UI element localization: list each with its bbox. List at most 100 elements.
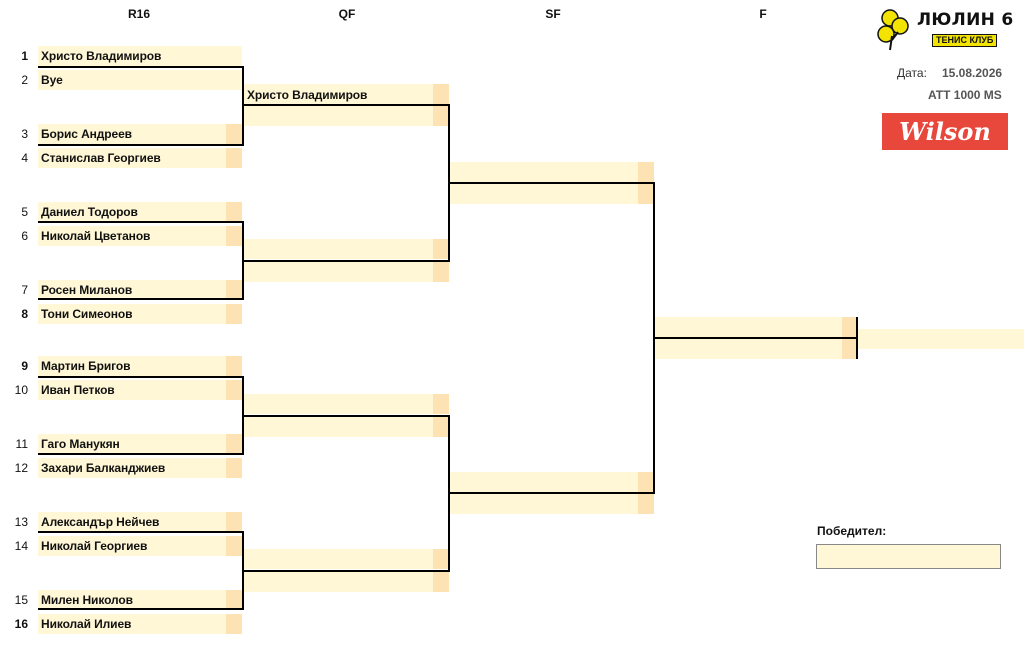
qf-slot[interactable] <box>244 549 433 569</box>
score-cell[interactable] <box>226 590 242 610</box>
player-name: Даниел Тодоров <box>41 205 138 219</box>
player-name: Тони Симеонов <box>41 307 133 321</box>
qf-slot[interactable] <box>244 262 433 282</box>
qf-slot[interactable] <box>244 106 433 126</box>
date-value: 15.08.2026 <box>942 66 1003 80</box>
score-cell[interactable] <box>433 106 449 126</box>
round-header-r16: R16 <box>127 7 150 21</box>
seed-number: 8 <box>21 307 28 321</box>
seed-number: 5 <box>21 205 28 219</box>
tennis-tree-icon <box>877 9 909 51</box>
player-name: Росен Миланов <box>41 283 133 297</box>
score-cell[interactable] <box>226 434 242 454</box>
player-name: Александър Нейчев <box>41 515 160 529</box>
score-cell[interactable] <box>226 380 242 400</box>
score-cell[interactable] <box>433 262 449 282</box>
player-slot[interactable] <box>38 124 226 144</box>
player-name: Христо Владимиров <box>41 49 162 63</box>
seed-number: 11 <box>15 437 28 451</box>
seed-number: 14 <box>14 539 28 553</box>
score-cell[interactable] <box>433 394 449 414</box>
player-slot[interactable] <box>38 148 226 168</box>
score-cell[interactable] <box>226 356 242 376</box>
sponsor-name: Wilson <box>899 117 991 146</box>
player-slot[interactable] <box>38 202 226 222</box>
score-cell[interactable] <box>226 536 242 556</box>
player-slot[interactable] <box>38 70 242 90</box>
winner-label: Победител: <box>817 524 887 538</box>
player-slot[interactable] <box>38 512 226 532</box>
seed-number: 2 <box>21 73 28 87</box>
score-cell[interactable] <box>638 162 654 182</box>
score-cell[interactable] <box>226 124 242 144</box>
score-cell[interactable] <box>226 304 242 324</box>
player-name: Борис Андреев <box>41 127 132 141</box>
score-cell[interactable] <box>842 317 858 337</box>
score-cell[interactable] <box>433 417 449 437</box>
score-cell[interactable] <box>226 202 242 222</box>
qf-slot[interactable] <box>244 84 433 104</box>
final-slot[interactable] <box>655 317 842 337</box>
sf-slot[interactable] <box>450 494 638 514</box>
seed-number: 15 <box>14 593 28 607</box>
player-slot[interactable] <box>38 458 226 478</box>
club-logo: ЛЮЛИН 6 ТЕНИС КЛУБ <box>876 6 1016 54</box>
player-name: Гаго Манукян <box>41 437 120 451</box>
player-slot[interactable] <box>38 614 226 634</box>
score-cell[interactable] <box>638 472 654 492</box>
seed-number: 6 <box>21 229 28 243</box>
qf-slot[interactable] <box>244 572 433 592</box>
score-cell[interactable] <box>433 572 449 592</box>
player-slot[interactable] <box>38 590 226 610</box>
tournament-name: ATT 1000 MS <box>928 88 1002 102</box>
score-cell[interactable] <box>433 239 449 259</box>
player-slot[interactable] <box>38 46 242 66</box>
player-slot[interactable] <box>38 280 226 300</box>
qf-player-name: Христо Владимиров <box>247 88 368 102</box>
player-slot[interactable] <box>38 356 226 376</box>
club-name: ЛЮЛИН 6 <box>917 10 1014 30</box>
seed-number: 7 <box>21 283 28 297</box>
player-name: Станислав Георгиев <box>41 151 161 165</box>
score-cell[interactable] <box>226 614 242 634</box>
seed-number: 3 <box>21 127 28 141</box>
round-header-sf: SF <box>545 7 561 21</box>
player-slot[interactable] <box>38 304 226 324</box>
score-cell[interactable] <box>226 512 242 532</box>
seed-number: 1 <box>21 49 28 63</box>
player-slot[interactable] <box>38 536 226 556</box>
player-slot[interactable] <box>38 434 226 454</box>
score-cell[interactable] <box>638 184 654 204</box>
round-header-qf: QF <box>338 7 356 21</box>
player-name: Bye <box>41 73 63 87</box>
player-name: Мартин Бригов <box>41 359 131 373</box>
score-cell[interactable] <box>433 549 449 569</box>
round-header-f: F <box>759 7 767 21</box>
score-cell[interactable] <box>842 339 858 359</box>
final-slot[interactable] <box>655 339 842 359</box>
score-cell[interactable] <box>226 458 242 478</box>
champion-slot[interactable] <box>858 329 1024 349</box>
sf-slot[interactable] <box>450 162 638 182</box>
player-name: Милен Николов <box>41 593 133 607</box>
seed-number: 13 <box>14 515 28 529</box>
sf-slot[interactable] <box>450 472 638 492</box>
sponsor-logo: Wilson <box>882 113 1008 150</box>
seed-number: 10 <box>14 383 28 397</box>
player-slot[interactable] <box>38 226 226 246</box>
score-cell[interactable] <box>638 494 654 514</box>
winner-field[interactable] <box>816 544 1001 569</box>
score-cell[interactable] <box>226 148 242 168</box>
score-cell[interactable] <box>226 280 242 300</box>
player-name: Захари Балканджиев <box>41 461 166 475</box>
player-slot[interactable] <box>38 380 226 400</box>
sf-slot[interactable] <box>450 184 638 204</box>
score-cell[interactable] <box>433 84 449 104</box>
winner-value <box>817 549 821 563</box>
player-name: Николай Георгиев <box>41 539 148 553</box>
qf-slot[interactable] <box>244 394 433 414</box>
qf-slot[interactable] <box>244 239 433 259</box>
qf-slot[interactable] <box>244 417 433 437</box>
player-name: Николай Цветанов <box>41 229 151 243</box>
score-cell[interactable] <box>226 226 242 246</box>
